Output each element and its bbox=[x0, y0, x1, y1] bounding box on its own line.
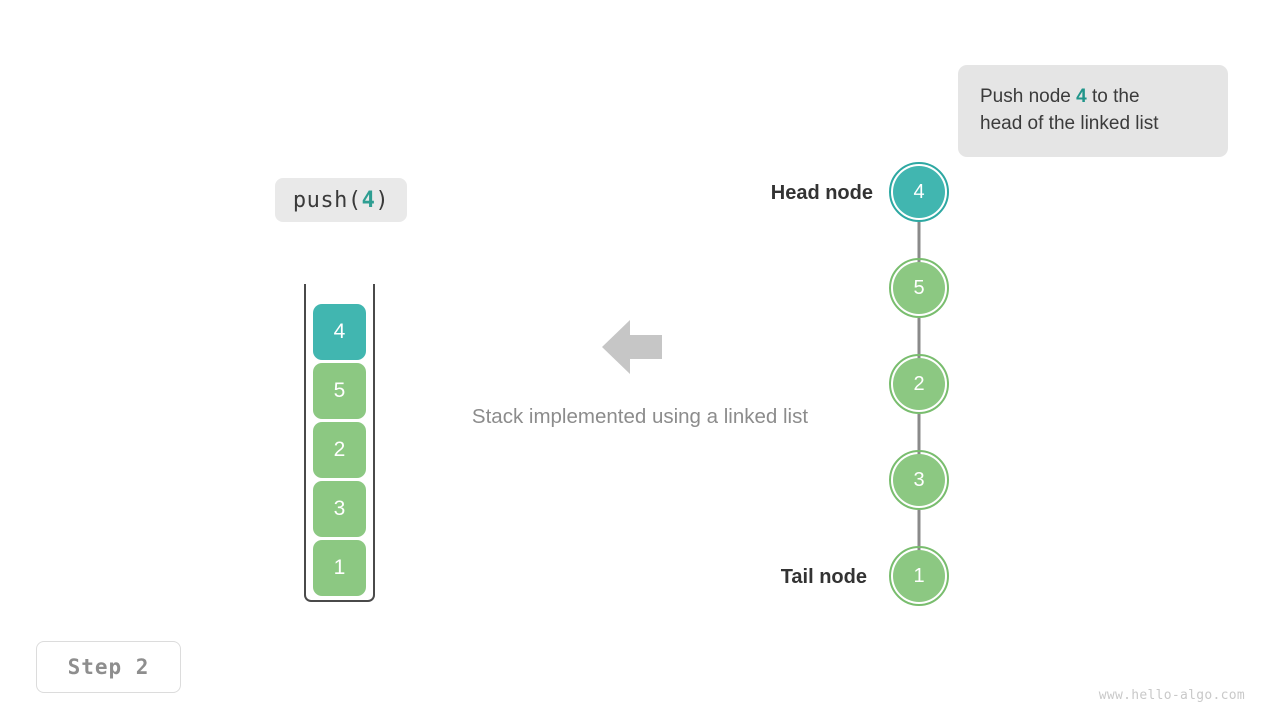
linked-list-node-value: 2 bbox=[913, 372, 925, 395]
linked-list: 4 5 2 3 1 Head node Tail node bbox=[740, 150, 1000, 620]
stack-walls bbox=[304, 284, 375, 602]
stack-cell-value: 3 bbox=[333, 497, 346, 520]
linked-list-node-value: 4 bbox=[913, 180, 925, 203]
callout-highlight-value: 4 bbox=[1076, 86, 1087, 107]
operation-label-value: 4 bbox=[361, 187, 376, 213]
stack-cell-list: 4 5 2 3 1 bbox=[313, 304, 366, 596]
diagram-caption: Stack implemented using a linked list bbox=[471, 405, 809, 428]
operation-label-suffix: ) bbox=[375, 187, 390, 213]
linked-list-node: 5 bbox=[893, 262, 945, 314]
callout-line-1-suffix: to the bbox=[1086, 86, 1140, 107]
callout-line-1-prefix: Push node bbox=[980, 86, 1077, 107]
linked-list-node: 3 bbox=[893, 454, 945, 506]
linked-list-node-value: 3 bbox=[913, 468, 925, 491]
linked-list-node-ring bbox=[889, 354, 949, 414]
callout-box: Push node 4 to the head of the linked li… bbox=[958, 65, 1228, 157]
linked-list-node: 4 bbox=[893, 166, 945, 218]
stack-cell: 4 bbox=[313, 304, 366, 360]
stack-cell: 5 bbox=[313, 363, 366, 419]
stack-cell-value: 4 bbox=[333, 320, 346, 343]
callout-line-1: Push node 4 to the bbox=[980, 83, 1208, 110]
operation-label-prefix: push( bbox=[292, 187, 362, 213]
linked-list-node-ring bbox=[889, 546, 949, 606]
tail-node-label: Tail node bbox=[780, 566, 867, 588]
linked-list-node-value: 1 bbox=[913, 564, 925, 587]
callout-line-2: head of the linked list bbox=[980, 113, 1159, 134]
stack-cell: 1 bbox=[313, 540, 366, 596]
head-node-label: Head node bbox=[770, 182, 873, 204]
stack-cell-value: 2 bbox=[333, 438, 346, 461]
linked-list-node-value: 5 bbox=[913, 276, 925, 299]
linked-list-node-ring bbox=[889, 450, 949, 510]
linked-list-node-ring bbox=[889, 258, 949, 318]
stack-cell: 2 bbox=[313, 422, 366, 478]
linked-list-connectors bbox=[909, 222, 929, 574]
stack-container: 4 5 2 3 1 bbox=[304, 284, 375, 602]
watermark: www.hello-algo.com bbox=[1098, 688, 1245, 703]
stack-cell: 3 bbox=[313, 481, 366, 537]
linked-list-node: 2 bbox=[893, 358, 945, 410]
linked-list-node-ring bbox=[889, 162, 949, 222]
operation-label: push(4) bbox=[275, 178, 407, 222]
stack-cell-value: 5 bbox=[333, 379, 346, 402]
stack-cell-value: 1 bbox=[333, 556, 346, 579]
linked-list-node: 1 bbox=[893, 550, 945, 602]
left-arrow-icon bbox=[602, 320, 662, 374]
step-badge: Step 2 bbox=[36, 641, 181, 693]
